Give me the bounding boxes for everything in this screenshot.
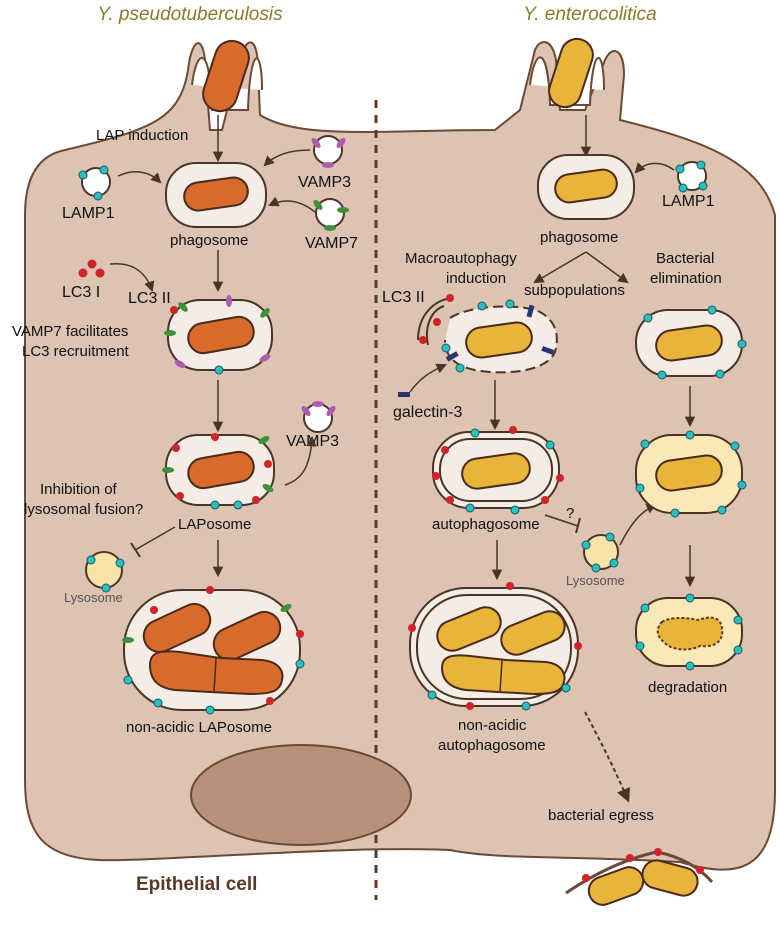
lap-induction-label: LAP induction — [96, 127, 188, 144]
title-right: Y. enterocolitica — [523, 4, 656, 25]
galectin3-icon — [398, 392, 410, 397]
subpopulations-label: subpopulations — [524, 282, 625, 299]
non-acidic-autophagosome — [408, 582, 582, 711]
lc3-ii-label-left: LC3 II — [128, 290, 171, 307]
phagolysosome — [635, 430, 747, 518]
phagosome-label-right: phagosome — [540, 229, 618, 246]
degradation-vesicle — [635, 593, 743, 671]
lc3-i-label: LC3 I — [62, 284, 100, 301]
question-mark: ? — [566, 505, 574, 522]
phagosome-label-left: phagosome — [170, 232, 248, 249]
curved-arrow-icon — [634, 162, 675, 174]
curved-arrow-icon — [268, 196, 316, 213]
autophagosome-label: autophagosome — [432, 516, 540, 533]
phagosome-left — [165, 162, 267, 228]
galectin3-label: galectin-3 — [393, 404, 462, 421]
vamp7-vesicle — [313, 198, 349, 231]
curved-arrow-icon — [109, 262, 155, 292]
entering-bacterium-left — [191, 39, 263, 113]
non-acidic-autophagosome-line1: non-acidic — [458, 717, 527, 734]
nucleus — [190, 744, 412, 846]
vamp7-label: VAMP7 — [305, 235, 358, 252]
vamp7-facilitates-line2: LC3 recruitment — [22, 343, 130, 360]
lysosome-right — [581, 532, 619, 573]
vamp3-label-right: VAMP3 — [286, 433, 339, 450]
lc3-ii-label-right: LC3 II — [382, 289, 425, 306]
arrow-down-icon — [585, 251, 629, 284]
bacterial-elimination-line2: elimination — [650, 270, 722, 287]
elimination-phagosome — [635, 305, 747, 380]
curved-arrow-icon — [117, 170, 162, 184]
non-acidic-laposome — [122, 586, 305, 715]
non-acidic-laposome-label: non-acidic LAPosome — [126, 719, 272, 736]
lamp1-vesicle-left — [78, 165, 111, 201]
bacterial-elimination-line1: Bacterial — [656, 250, 714, 267]
inhibition-icon — [130, 526, 176, 558]
inhibition-line2: lysosomal fusion? — [24, 501, 143, 518]
lysosome-label-left: Lysosome — [64, 590, 123, 605]
phagosome-right — [537, 154, 635, 220]
curved-arrow-icon — [409, 363, 447, 393]
egressed-bacteria — [565, 848, 714, 906]
lamp1-label-right: LAMP1 — [662, 193, 715, 210]
entering-bacterium-right — [529, 37, 605, 109]
arrow-down-icon — [533, 251, 587, 284]
lysosome-label-right: Lysosome — [566, 573, 625, 588]
title-left: Y. pseudotuberculosis — [97, 4, 283, 25]
vamp3-vesicle-right — [301, 401, 336, 433]
lamp1-vesicle-right — [675, 160, 708, 193]
lc3-i-dots — [78, 259, 105, 278]
egress-arrow-icon — [584, 711, 630, 803]
vamp3-label-top: VAMP3 — [298, 174, 351, 191]
lc3-phagosome-left — [164, 295, 273, 375]
damaged-phagosome — [417, 294, 558, 374]
macroautophagy-line2: induction — [446, 270, 506, 287]
macroautophagy-line1: Macroautophagy — [405, 250, 517, 267]
inhibition-icon — [544, 514, 581, 534]
vamp7-facilitates-line1: VAMP7 facilitates — [12, 323, 128, 340]
vamp3-vesicle-top — [311, 135, 346, 168]
non-acidic-autophagosome-line2: autophagosome — [438, 737, 546, 754]
lysosome-left — [85, 551, 125, 593]
epithelial-cell-label: Epithelial cell — [136, 874, 257, 895]
inhibition-line1: Inhibition of — [40, 481, 118, 498]
curved-arrow-icon — [284, 435, 317, 486]
bacterial-egress-label: bacterial egress — [548, 807, 654, 824]
lamp1-label-left: LAMP1 — [62, 205, 115, 222]
autophagosome — [432, 426, 564, 515]
degradation-label: degradation — [648, 679, 727, 696]
curved-arrow-icon — [263, 149, 311, 167]
laposome — [162, 433, 275, 510]
laposome-label: LAPosome — [178, 516, 251, 533]
